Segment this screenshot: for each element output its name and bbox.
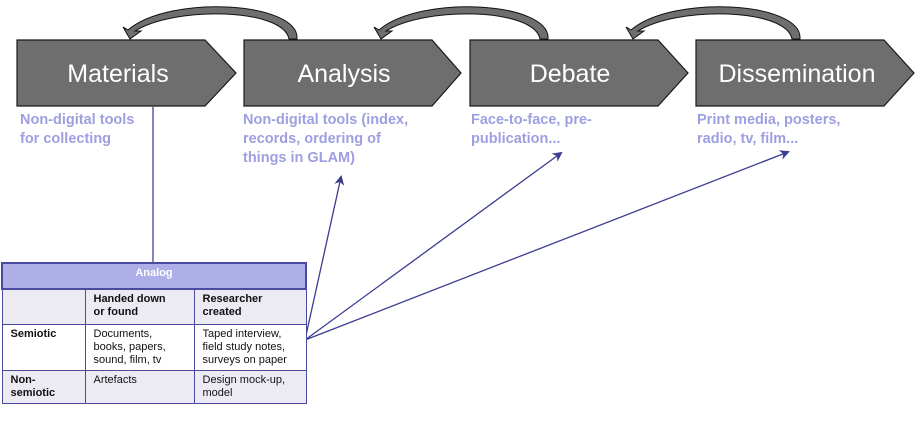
table-cell: Documents, books, papers, sound, film, t… bbox=[84, 324, 195, 371]
row-label-semiotic: Semiotic bbox=[1, 324, 86, 371]
description-line: Face-to-face, pre- bbox=[471, 112, 592, 128]
cell-line: Taped interview, bbox=[202, 328, 282, 340]
description-line: Non-digital tools (index, bbox=[243, 112, 409, 128]
header-line: created bbox=[202, 306, 242, 318]
table-row: Non- semiotic Artefacts Design mock-up, … bbox=[1, 370, 307, 404]
stage-label: Analysis bbox=[297, 60, 390, 88]
table-cell: Design mock-up, model bbox=[193, 370, 307, 404]
feedback-arrow-analysis-to-materials bbox=[122, 6, 298, 40]
analysis-description: Non-digital tools (index, records, order… bbox=[243, 111, 408, 168]
row-label-non-semiotic: Non- semiotic bbox=[1, 370, 86, 404]
stage-dissemination: Dissemination bbox=[695, 39, 915, 107]
connector-arrow-to-debate bbox=[304, 151, 563, 341]
description-line: things in GLAM) bbox=[243, 150, 355, 166]
row-label-line: Non- bbox=[10, 374, 36, 386]
feedback-arrow-debate-to-analysis bbox=[373, 6, 549, 40]
analog-table: Analog Handed down or found Researcher c… bbox=[1, 262, 307, 404]
connector-arrow-to-dissemination bbox=[304, 150, 790, 341]
description-line: Non-digital tools bbox=[20, 112, 135, 128]
column-header-empty bbox=[1, 288, 86, 325]
cell-line: field study notes, bbox=[202, 341, 286, 353]
stage-label: Dissemination bbox=[718, 60, 875, 88]
cell-line: Design mock-up, bbox=[202, 374, 286, 386]
cell-line: Artefacts bbox=[93, 374, 137, 386]
materials-description: Non-digital tools for collecting bbox=[20, 111, 134, 149]
stage-debate: Debate bbox=[469, 39, 689, 107]
header-line: Researcher bbox=[202, 293, 263, 305]
cell-line: sound, film, tv bbox=[93, 354, 162, 366]
dissemination-description: Print media, posters, radio, tv, film... bbox=[697, 111, 840, 149]
row-label-line: Semiotic bbox=[10, 328, 57, 340]
column-header-researcher-created: Researcher created bbox=[193, 288, 307, 325]
stage-label: Materials bbox=[67, 60, 168, 88]
table-cell: Taped interview, field study notes, surv… bbox=[193, 324, 307, 371]
cell-line: books, papers, bbox=[93, 341, 166, 353]
cell-line: Documents, bbox=[93, 328, 153, 340]
connector-arrow-to-analysis bbox=[304, 175, 345, 341]
cell-line: model bbox=[202, 387, 233, 399]
description-line: records, ordering of bbox=[243, 131, 381, 147]
row-label-line: semiotic bbox=[10, 387, 56, 399]
header-line: or found bbox=[93, 306, 139, 318]
description-line: publication... bbox=[471, 131, 561, 147]
stage-analysis: Analysis bbox=[243, 39, 462, 107]
description-line: for collecting bbox=[20, 131, 112, 147]
stage-label: Debate bbox=[530, 60, 611, 88]
stage-materials: Materials bbox=[16, 39, 237, 107]
table-row: Semiotic Documents, books, papers, sound… bbox=[1, 324, 307, 371]
table-title: Analog bbox=[1, 262, 307, 290]
cell-line: surveys on paper bbox=[202, 354, 287, 366]
table-header-row: Handed down or found Researcher created bbox=[1, 288, 307, 325]
header-line: Handed down bbox=[93, 293, 166, 305]
description-line: Print media, posters, bbox=[697, 112, 841, 128]
column-header-handed-down: Handed down or found bbox=[84, 288, 195, 325]
description-line: radio, tv, film... bbox=[697, 131, 799, 147]
table-cell: Artefacts bbox=[84, 370, 195, 404]
feedback-arrow-dissemination-to-debate bbox=[625, 6, 801, 40]
debate-description: Face-to-face, pre- publication... bbox=[471, 111, 592, 149]
